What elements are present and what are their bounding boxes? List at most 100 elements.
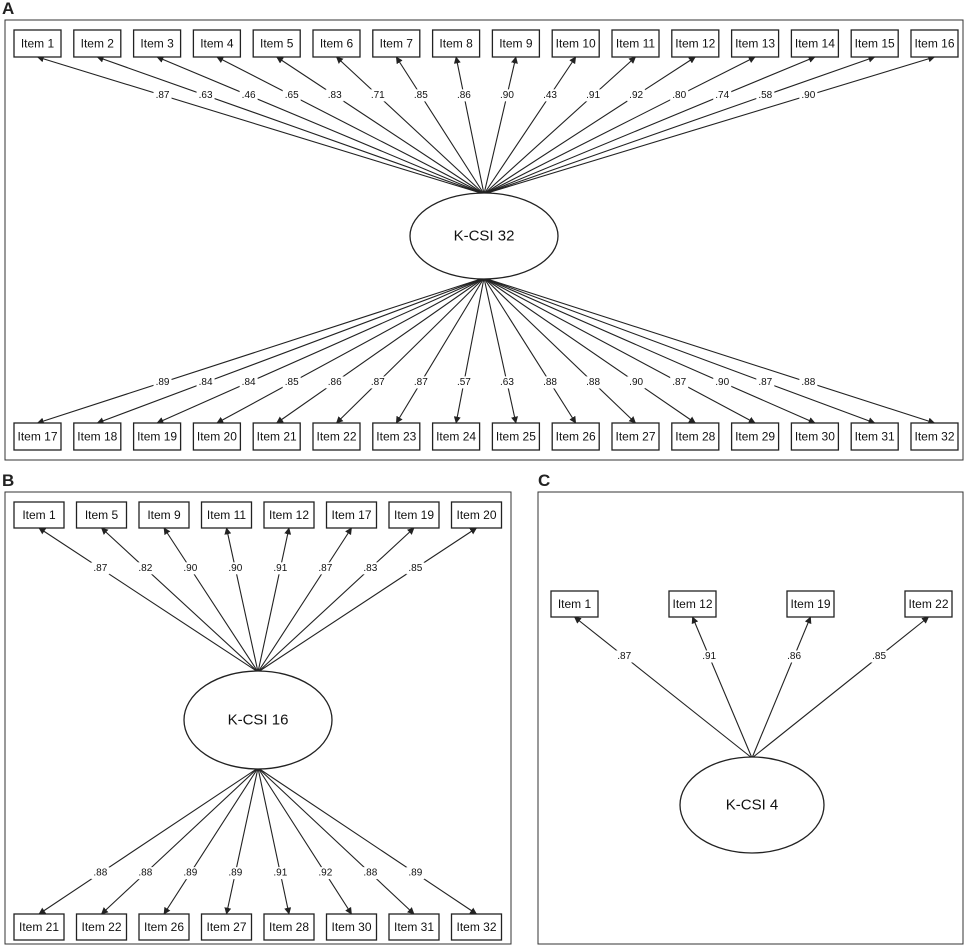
item-label: Item 19 [790, 597, 830, 611]
factor-loading-label: .92 [629, 90, 643, 101]
item-label: Item 27 [206, 920, 246, 934]
factor-loading-label: .87 [93, 563, 107, 574]
item-label: Item 20 [197, 430, 237, 444]
loading-label-bg [181, 867, 200, 880]
item-label: Item 30 [795, 430, 835, 444]
item-label: Item 23 [376, 430, 416, 444]
loading-path-bottom-4 [276, 277, 485, 424]
item-box [372, 29, 421, 58]
loading-label-bg [282, 376, 301, 389]
factor-loading-label: .91 [273, 563, 287, 574]
item-box [790, 422, 840, 451]
item-label: Item 32 [914, 430, 954, 444]
loading-label-bg [181, 562, 200, 575]
item-label: Item 29 [735, 430, 775, 444]
loading-label-bg [799, 89, 818, 102]
item-label: Item 32 [456, 920, 496, 934]
item-label: Item 28 [675, 430, 715, 444]
loading-path-bottom-9 [483, 277, 577, 424]
panel-frame [4, 491, 512, 945]
item-box [200, 501, 253, 529]
factor-loading-label: .88 [363, 868, 377, 879]
factor-loading-label: .87 [758, 377, 772, 388]
factor-loading-label: .89 [408, 868, 422, 879]
item-label: Item 20 [456, 508, 496, 522]
loading-path-bottom-6 [395, 277, 485, 424]
loading-label-bg [756, 376, 775, 389]
loading-label-bg [541, 89, 560, 102]
loading-label-bg [239, 89, 258, 102]
loading-label-bg [316, 562, 335, 575]
factor-loading-label: .65 [285, 90, 299, 101]
loading-label-bg [713, 89, 732, 102]
item-box [132, 422, 182, 451]
loading-path-bottom-1 [96, 277, 485, 425]
loading-label-bg [91, 867, 110, 880]
item-label: Item 10 [556, 37, 596, 51]
factor-loading-label: .80 [672, 90, 686, 101]
factor-loading-label: .83 [363, 563, 377, 574]
loading-path-bottom-6 [257, 767, 415, 915]
item-label: Item 17 [331, 508, 371, 522]
loading-label-bg [368, 89, 387, 102]
loading-label-bg [584, 376, 603, 389]
item-box [910, 422, 959, 451]
loading-path-top-13 [483, 56, 816, 195]
item-label: Item 16 [914, 37, 954, 51]
factor-loading-label: .90 [801, 90, 815, 101]
loading-label-bg [196, 89, 215, 102]
item-box [450, 913, 503, 941]
loading-path-bottom-4 [257, 767, 292, 915]
item-box [138, 501, 190, 529]
item-label: Item 8 [439, 37, 473, 51]
loading-path-top-6 [395, 56, 485, 195]
item-label: Item 15 [855, 37, 895, 51]
loading-label-bg [316, 867, 335, 880]
item-box [75, 913, 128, 941]
item-label: Item 5 [260, 37, 294, 51]
item-label: Item 14 [795, 37, 835, 51]
loading-label-bg [454, 89, 473, 102]
item-box [263, 501, 315, 529]
loading-label-bg [406, 562, 425, 575]
item-box [252, 422, 301, 451]
factor-loading-label: .91 [702, 651, 716, 662]
item-box [668, 590, 717, 618]
factor-loading-label: .87 [617, 651, 631, 662]
loading-path-bottom-13 [483, 277, 816, 424]
factor-loading-label: .87 [318, 563, 332, 574]
factor-loading-label: .83 [328, 90, 342, 101]
item-label: Item 2 [81, 37, 115, 51]
loading-path-top-3 [224, 527, 259, 673]
item-label: Item 19 [137, 430, 177, 444]
factor-loading-label: .89 [183, 868, 197, 879]
loading-path-top-1 [691, 616, 753, 759]
panel-frame [4, 19, 964, 461]
factor-loading-label: .85 [414, 90, 428, 101]
loading-label-bg [361, 867, 380, 880]
item-box [388, 913, 440, 941]
item-box [730, 422, 780, 451]
loading-label-bg [627, 376, 646, 389]
loading-label-bg [91, 562, 110, 575]
loading-label-bg [411, 89, 430, 102]
latent-factor-label: K-CSI 4 [726, 797, 779, 814]
item-label: Item 7 [380, 37, 414, 51]
item-label: Item 13 [735, 37, 775, 51]
item-label: Item 30 [331, 920, 371, 934]
loading-path-top-7 [257, 527, 478, 673]
item-box [491, 29, 541, 58]
item-label: Item 12 [675, 37, 715, 51]
factor-loading-label: .88 [138, 868, 152, 879]
item-label: Item 1 [558, 597, 592, 611]
factor-loading-label: .92 [318, 868, 332, 879]
loading-label-bg [325, 376, 344, 389]
loading-label-bg [615, 650, 634, 663]
item-label: Item 26 [556, 430, 596, 444]
item-label: Item 19 [394, 508, 434, 522]
item-box [75, 501, 128, 529]
item-box [450, 501, 503, 529]
item-box [192, 29, 242, 58]
loading-path-bottom-14 [483, 277, 876, 425]
